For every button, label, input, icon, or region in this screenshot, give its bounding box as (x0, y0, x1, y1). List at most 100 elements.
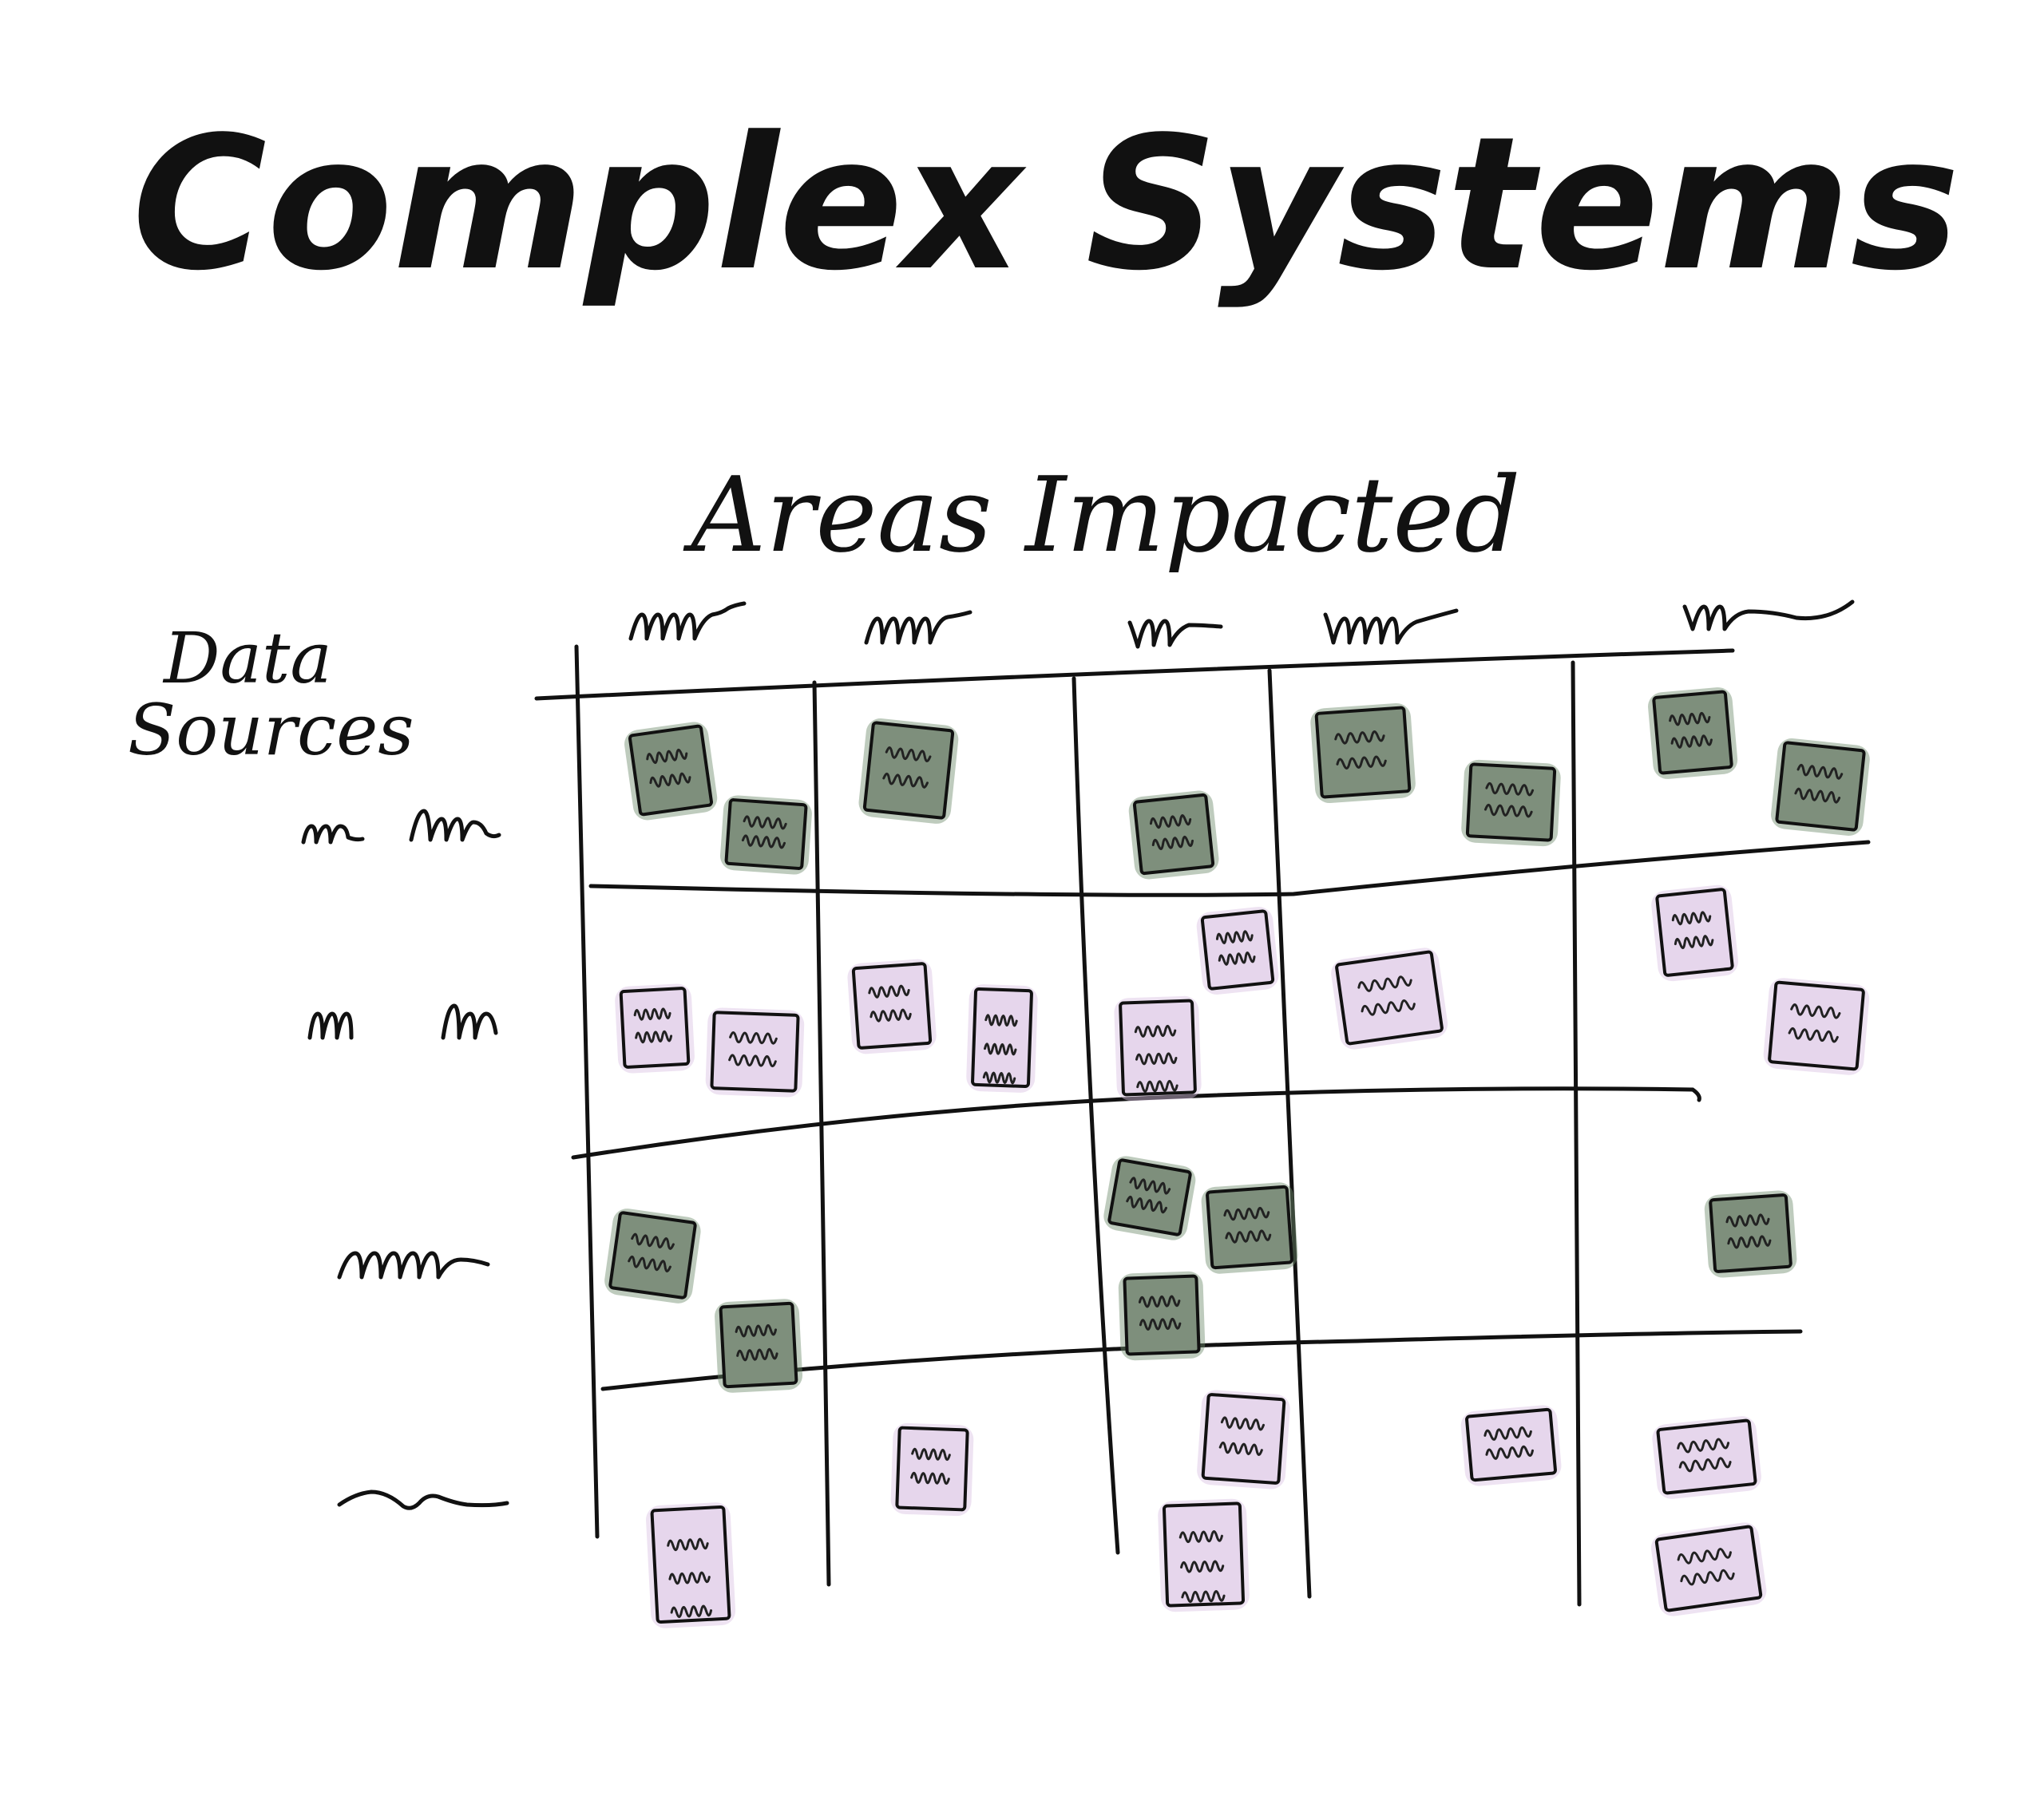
sticky-note-scribble (729, 1031, 778, 1045)
row-header-scribble (409, 809, 501, 842)
sticky-note-body (1465, 762, 1557, 842)
sticky-note-scribble (1134, 1024, 1177, 1038)
sticky-note-scribble (1136, 1079, 1178, 1093)
sticky-note-scribble (728, 1054, 777, 1068)
sticky-note-scribble (668, 1571, 711, 1585)
green-sticky-note (715, 1299, 803, 1393)
sticky-note-scribble (1670, 734, 1713, 749)
row-axis-label-line1: Data (162, 617, 332, 699)
column-header-scribble (864, 610, 972, 645)
sticky-note-body (608, 1211, 697, 1300)
sticky-note-body (1119, 999, 1197, 1097)
sticky-note-body (1656, 1418, 1757, 1495)
sticky-note-scribble (667, 1537, 709, 1552)
sticky-note-scribble (1794, 787, 1841, 804)
sticky-note-scribble (1674, 935, 1714, 950)
sticky-note-body (628, 724, 714, 817)
purple-sticky-note (705, 1007, 805, 1098)
sticky-note-scribble (1225, 1229, 1272, 1244)
sticky-note-scribble (1223, 1206, 1270, 1221)
green-sticky-note (1128, 790, 1219, 880)
green-sticky-note (1704, 1190, 1797, 1278)
sticky-note-scribble (1483, 803, 1533, 818)
green-sticky-note (1103, 1156, 1196, 1240)
sticky-note-scribble (1178, 1530, 1223, 1544)
purple-sticky-note (1114, 995, 1202, 1102)
sticky-note-scribble (633, 1007, 671, 1021)
sticky-note-scribble (1151, 835, 1194, 851)
sticky-note-scribble (1334, 730, 1385, 745)
sticky-note-scribble (1677, 1548, 1732, 1565)
sticky-note-body (719, 1301, 798, 1389)
grid-vertical-line (1571, 660, 1582, 1607)
purple-sticky-note (1197, 1390, 1290, 1489)
sticky-note-body (1709, 1193, 1792, 1273)
sticky-note-scribble (1139, 1317, 1182, 1331)
row-header-scribble (337, 1251, 490, 1280)
sticky-note-scribble (982, 1071, 1016, 1085)
column-header-scribble (1127, 619, 1223, 649)
column-headers (628, 599, 1855, 649)
sticky-note-body (724, 798, 808, 870)
purple-sticky-note (1158, 1498, 1250, 1612)
green-sticky-note (1461, 759, 1561, 847)
sticky-note-scribble (868, 984, 910, 999)
sticky-note-scribble (1677, 1438, 1730, 1454)
green-sticky-note (1201, 1182, 1298, 1274)
sticky-note-scribble (1483, 1426, 1532, 1441)
sticky-note-scribble (1149, 814, 1192, 829)
sticky-note-scribble (649, 772, 691, 788)
row-headers (301, 809, 509, 1510)
sticky-note-scribble (741, 834, 786, 849)
sticky-note-body (971, 987, 1033, 1089)
purple-sticky-note (847, 959, 937, 1054)
sticky-note-scribble (1788, 1027, 1839, 1043)
purple-sticky-note (615, 983, 695, 1074)
green-sticky-note (604, 1209, 701, 1304)
sticky-note-body (1201, 1393, 1286, 1485)
sticky-note-scribble (670, 1604, 713, 1619)
sticky-note-scribble (869, 1008, 912, 1023)
green-sticky-note (624, 722, 718, 821)
grid-vertical-line (812, 680, 831, 1587)
sticky-note-scribble (1678, 1457, 1732, 1473)
sticky-note-scribble (984, 1042, 1017, 1056)
sticky-note-body (1200, 909, 1275, 991)
row-header-scribble (441, 1003, 498, 1040)
sticky-note-body (1652, 690, 1733, 775)
purple-sticky-note (1651, 884, 1739, 982)
sticky-note-body (1654, 1525, 1763, 1612)
green-sticky-note (1771, 738, 1870, 836)
sticky-note-scribble (1485, 1445, 1534, 1460)
sticky-note-scribble (631, 1232, 675, 1250)
sticky-note-scribble (1181, 1589, 1226, 1604)
sticky-note-body (710, 1011, 800, 1093)
sticky-note-scribble (736, 1347, 778, 1362)
green-sticky-note (1648, 687, 1738, 779)
row-header-scribble (301, 824, 365, 845)
sticky-note-body (1206, 1185, 1293, 1270)
grid-vertical-line (1072, 676, 1120, 1555)
sticky-note-scribble (1218, 1441, 1263, 1456)
grid-horizontal-line (588, 840, 1871, 897)
sticky-note-body (895, 1426, 969, 1512)
sticky-notes (604, 687, 1870, 1628)
column-header-scribble (1682, 599, 1855, 631)
page-title: Complex Systems (132, 98, 1959, 311)
row-axis-label-line2: Sources (128, 689, 414, 771)
sticky-note-scribble (1357, 975, 1412, 992)
column-header-scribble (1323, 608, 1459, 645)
sticky-note-scribble (1129, 1177, 1171, 1195)
sticky-note-body (1465, 1407, 1557, 1482)
row-header-scribble (337, 1489, 509, 1510)
sticky-note-body (1107, 1158, 1192, 1236)
sticky-note-scribble (635, 1030, 673, 1044)
green-sticky-note (1310, 702, 1416, 804)
row-header-scribble (307, 1011, 354, 1040)
sticky-note-scribble (1126, 1195, 1167, 1214)
sticky-note-scribble (1135, 1052, 1178, 1066)
column-axis-label: Areas Impacted (683, 454, 1520, 576)
sticky-note-scribble (1671, 911, 1712, 926)
sticky-note-scribble (885, 746, 932, 763)
purple-sticky-note (966, 984, 1038, 1093)
